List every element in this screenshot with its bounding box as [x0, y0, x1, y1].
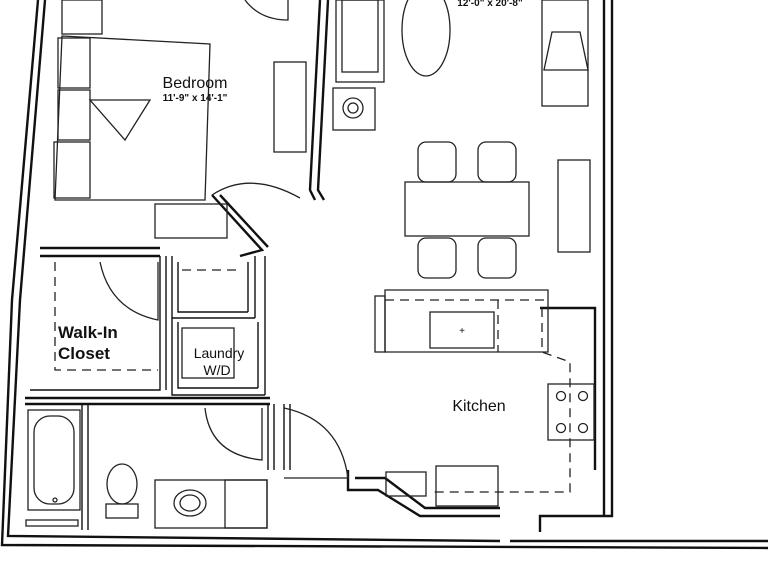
bedroom-door-top — [244, 0, 289, 21]
dining-table — [404, 181, 530, 237]
towel-bar — [25, 519, 79, 527]
bath-door — [204, 407, 263, 461]
kitchen-island — [384, 289, 549, 353]
closet-label-line2: Closet — [58, 344, 110, 363]
bedroom-door — [211, 182, 301, 199]
bedroom-walls — [40, 0, 330, 258]
closet-details — [54, 262, 242, 379]
washer-dryer — [181, 327, 235, 379]
pillow-2 — [57, 89, 91, 141]
sofa — [335, 0, 385, 83]
counter-left — [385, 471, 427, 497]
counter-end — [374, 295, 386, 353]
bed-fold — [88, 99, 152, 142]
kitchen-label: Kitchen — [452, 398, 505, 415]
laundry-label-line1: Laundry — [194, 345, 245, 361]
bench — [154, 203, 228, 239]
living-dimensions: 12'-0" x 20'-8" — [457, 0, 523, 9]
bedroom-dimensions: 11'-9" x 14'-1" — [163, 93, 228, 104]
dresser — [273, 61, 307, 153]
entry-door — [283, 407, 349, 479]
bedroom-label: Bedroom — [163, 75, 228, 92]
coffee-table — [401, 0, 451, 77]
bathtub — [27, 409, 81, 511]
doors — [99, 0, 349, 479]
closet-door — [99, 261, 159, 321]
pillow-1 — [57, 37, 91, 89]
toilet — [106, 463, 138, 505]
living-furniture — [332, 0, 591, 279]
interior-partitions — [25, 256, 291, 530]
bedroom-furniture — [53, 0, 307, 239]
closet-label-line1: Walk-In — [58, 323, 118, 342]
exterior-walls — [0, 0, 768, 550]
room-labels: Bedroom 11'-9" x 14'-1" 12'-0" x 20'-8" … — [58, 0, 523, 415]
plant-stand — [332, 87, 376, 131]
nightstand-top — [61, 0, 103, 35]
kitchen-fixtures: + — [374, 289, 595, 507]
vanity — [154, 479, 268, 529]
tv-console — [541, 0, 589, 107]
bed — [54, 35, 211, 201]
nightstand-bottom — [53, 141, 91, 199]
sideboard — [557, 159, 591, 253]
dining-chairs — [417, 141, 517, 279]
laundry-label-line2: W/D — [203, 362, 230, 378]
sink — [429, 311, 495, 349]
bath-fixtures — [25, 409, 268, 529]
stove — [547, 383, 595, 441]
vanity-sink — [173, 489, 207, 517]
svg-text:+: + — [459, 326, 465, 337]
dishwasher — [435, 465, 499, 507]
kitchen-walls — [346, 306, 597, 518]
